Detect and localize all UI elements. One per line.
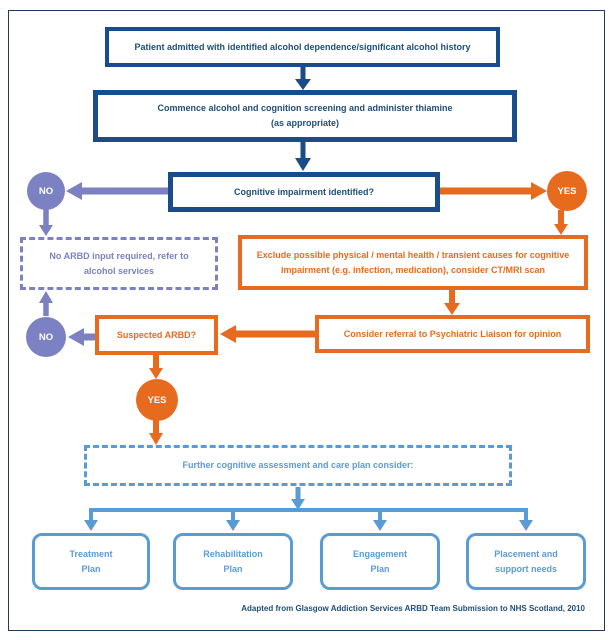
node-further-assessment-label: Further cognitive assessment and care pl… [182, 460, 414, 471]
node-placement-support: Placement and support needs [466, 533, 586, 590]
node-commence-line2: (as appropriate) [270, 118, 339, 128]
node-no-arbd-line1: No ARBD input required, refer to [49, 250, 189, 261]
rehabilitation-plan-line2: Plan [223, 563, 243, 574]
placement-support-line2: support needs [494, 563, 557, 574]
node-exclude-line1: Exclude possible physical / mental healt… [256, 249, 570, 260]
attribution-text: Adapted from Glasgow Addiction Services … [241, 604, 585, 613]
rehabilitation-plan-line1: Rehabilitation [203, 548, 263, 559]
placement-support-line1: Placement and [494, 548, 558, 559]
node-no-arbd-line2: alcohol services [83, 265, 155, 276]
decision-yes-circle-1: YES [547, 171, 587, 211]
node-suspected-arbd-label: Suspected ARBD? [116, 329, 197, 340]
yes-label: YES [147, 394, 167, 406]
node-consider-referral: Consider referral to Psychiatric Liaison… [315, 315, 590, 353]
decision-no-circle-2: NO [26, 317, 66, 357]
node-patient-admitted: Patient admitted with identified alcohol… [105, 27, 500, 67]
treatment-plan-line1: Treatment [69, 548, 113, 559]
node-rehabilitation-plan: Rehabilitation Plan [173, 533, 293, 590]
decision-yes-circle-2: YES [136, 379, 178, 421]
no-label: NO [38, 331, 54, 343]
yes-label: YES [557, 185, 577, 197]
node-no-arbd-input: No ARBD input required, refer to alcohol… [20, 237, 218, 290]
treatment-plan-line2: Plan [81, 563, 101, 574]
node-commence-line1: Commence alcohol and cognition screening… [157, 103, 453, 114]
node-treatment-plan: Treatment Plan [32, 533, 150, 590]
node-exclude-causes: Exclude possible physical / mental healt… [238, 235, 588, 290]
node-suspected-arbd: Suspected ARBD? [95, 315, 218, 355]
node-patient-admitted-label: Patient admitted with identified alcohol… [134, 41, 471, 52]
engagement-plan-line1: Engagement [352, 548, 407, 559]
no-label: NO [38, 185, 54, 197]
node-commence-screening: Commence alcohol and cognition screening… [93, 90, 517, 142]
node-cognitive-impairment: Cognitive impairment identified? [168, 172, 440, 212]
node-cognitive-impairment-label: Cognitive impairment identified? [233, 186, 374, 197]
decision-no-circle-1: NO [27, 172, 65, 210]
node-consider-referral-label: Consider referral to Psychiatric Liaison… [343, 328, 562, 339]
engagement-plan-line2: Plan [370, 563, 390, 574]
node-engagement-plan: Engagement Plan [320, 533, 440, 590]
node-further-assessment: Further cognitive assessment and care pl… [84, 445, 512, 486]
node-exclude-line2: impairment (e.g. infection, medication),… [280, 264, 546, 275]
